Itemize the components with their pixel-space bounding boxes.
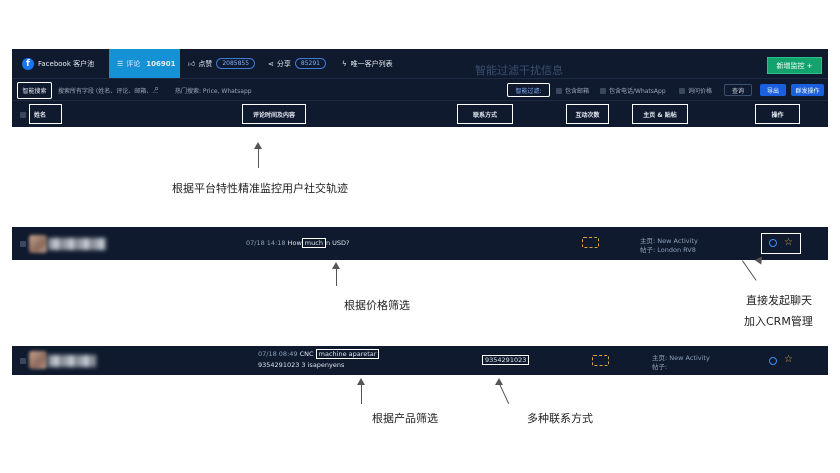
facebook-logo-icon: f bbox=[22, 57, 34, 70]
table-header: 姓名 评论时间及内容 联系方式 互动次数 主页 & 贴帖 操作 bbox=[12, 100, 828, 127]
arrow-line bbox=[499, 383, 510, 404]
comment-text-line2: 9354291023 3 isapenyens bbox=[258, 361, 345, 369]
checkbox[interactable] bbox=[600, 88, 606, 94]
arrow-line bbox=[742, 260, 757, 281]
smart-filter-label: 智能过滤: bbox=[507, 83, 550, 97]
app-title: Facebook 客户池 bbox=[38, 59, 95, 68]
filter-phone[interactable]: 包含电话/WhatsApp bbox=[600, 86, 666, 95]
comment-time: 07/18 08:49 bbox=[258, 350, 298, 358]
thumbs-up-icon: 👍︎ bbox=[188, 60, 196, 68]
share-icon: ⋖ bbox=[268, 59, 274, 68]
smart-filter-overlay-title: 智能过滤干扰信息 bbox=[475, 64, 563, 77]
messenger-icon[interactable] bbox=[769, 239, 777, 247]
search-bar: 智能搜索 搜索所有字段 (姓名、评论、邮箱、... ⌕ 热门搜索: Price,… bbox=[12, 78, 828, 100]
smart-search-button[interactable]: 智能搜索 bbox=[17, 82, 52, 99]
search-input[interactable]: 搜索所有字段 (姓名、评论、邮箱、... bbox=[58, 88, 158, 95]
list-icon: ☰ bbox=[117, 59, 124, 68]
row-actions: ☆ bbox=[761, 233, 801, 254]
hot-search-label: 热门搜索: Price, Whatsapp bbox=[175, 88, 252, 95]
tab-comments-label: 评论 bbox=[126, 59, 141, 68]
comment-text: How bbox=[287, 239, 302, 247]
tab-unique-customers[interactable]: ϟ 唯一客户列表 bbox=[342, 49, 393, 78]
col-name: 姓名 bbox=[29, 104, 62, 124]
comment-text: CNC bbox=[299, 350, 314, 358]
arrow-up bbox=[254, 142, 262, 149]
star-icon[interactable]: ☆ bbox=[784, 354, 793, 365]
blurred-name bbox=[48, 355, 96, 367]
arrow-up bbox=[332, 262, 340, 269]
top-nav-bar: f Facebook 客户池 ☰ 评论 106901 👍︎ 点赞 2085855… bbox=[12, 49, 828, 78]
app-title-block: f Facebook 客户池 bbox=[22, 49, 94, 78]
tab-unique-label: 唯一客户列表 bbox=[350, 59, 393, 68]
col-contact: 联系方式 bbox=[457, 104, 513, 124]
comment-cell: 07/18 08:49 CNC machine aparetar bbox=[258, 349, 380, 359]
filter-price-label: 询问价格 bbox=[688, 88, 713, 95]
avatar bbox=[29, 235, 47, 253]
tab-shares[interactable]: ⋖ 分享 85291 bbox=[268, 49, 326, 78]
comment-time: 07/18 14:18 bbox=[246, 239, 286, 247]
export-button[interactable]: 导出 bbox=[760, 84, 786, 96]
tab-likes[interactable]: 👍︎ 点赞 2085855 bbox=[188, 49, 256, 78]
select-all-checkbox[interactable] bbox=[20, 112, 26, 118]
avatar bbox=[29, 351, 47, 369]
col-actions: 操作 bbox=[755, 104, 800, 124]
row-checkbox[interactable] bbox=[20, 241, 26, 247]
post-text[interactable]: 帖子: London RV8 bbox=[640, 246, 696, 254]
contact-phone[interactable]: 9354291023 bbox=[482, 355, 530, 365]
annotation-crm: 加入CRM管理 bbox=[744, 315, 813, 328]
arrow-up bbox=[357, 378, 365, 385]
tab-comments-count: 106901 bbox=[146, 59, 176, 68]
arrow-line bbox=[361, 384, 362, 404]
arrow-up bbox=[495, 378, 503, 385]
annotation-price-filter: 根据价格筛选 bbox=[344, 299, 410, 312]
checkbox[interactable] bbox=[556, 88, 562, 94]
messenger-icon[interactable] bbox=[769, 357, 777, 365]
comment-text-rest: n USD? bbox=[325, 239, 350, 247]
price-keyword-highlight: much bbox=[301, 238, 326, 248]
filter-price[interactable]: 询问价格 bbox=[679, 86, 712, 95]
product-keyword-highlight: machine aparetar bbox=[315, 349, 380, 359]
annotation-multi-contact: 多种联系方式 bbox=[527, 412, 593, 425]
tab-likes-count: 2085855 bbox=[216, 58, 256, 69]
bolt-icon: ϟ bbox=[342, 59, 347, 68]
checkbox[interactable] bbox=[679, 88, 685, 94]
tab-shares-count: 85291 bbox=[294, 58, 326, 69]
filter-phone-label: 包含电话/WhatsApp bbox=[609, 88, 666, 95]
col-interactions: 互动次数 bbox=[566, 104, 609, 124]
tab-comments[interactable]: ☰ 评论 106901 bbox=[109, 49, 180, 78]
filter-email-label: 包含邮箱 bbox=[565, 88, 590, 95]
bulk-action-button[interactable]: 群发操作 bbox=[791, 84, 824, 96]
new-monitor-button[interactable]: 新增监控 + bbox=[767, 57, 822, 74]
query-button[interactable]: 查询 bbox=[724, 84, 752, 96]
post-text[interactable]: 帖子: bbox=[652, 363, 668, 371]
annotation-product-filter: 根据产品筛选 bbox=[372, 412, 438, 425]
star-icon[interactable]: ☆ bbox=[784, 237, 793, 248]
interaction-count-badge bbox=[582, 237, 599, 248]
filter-email[interactable]: 包含邮箱 bbox=[556, 86, 589, 95]
search-icon[interactable]: ⌕ bbox=[154, 84, 160, 94]
tab-shares-label: 分享 bbox=[276, 59, 291, 68]
blurred-name bbox=[48, 238, 106, 250]
row-checkbox[interactable] bbox=[20, 358, 26, 364]
annotation-chat: 直接发起聊天 bbox=[746, 294, 812, 307]
col-homepage-post: 主页 & 贴帖 bbox=[632, 104, 688, 124]
annotation-track: 根据平台特性精准监控用户社交轨迹 bbox=[172, 182, 348, 195]
homepage-text[interactable]: 主页: New Activity bbox=[640, 237, 698, 245]
homepage-text[interactable]: 主页: New Activity bbox=[652, 354, 710, 362]
arrow-line bbox=[258, 148, 259, 168]
col-comment-time: 评论时间及内容 bbox=[242, 104, 306, 124]
table-row[interactable]: 07/18 08:49 CNC machine aparetar 9354291… bbox=[12, 346, 828, 375]
interaction-count-badge bbox=[592, 355, 609, 366]
arrow-line bbox=[336, 268, 337, 286]
tab-likes-label: 点赞 bbox=[198, 59, 213, 68]
